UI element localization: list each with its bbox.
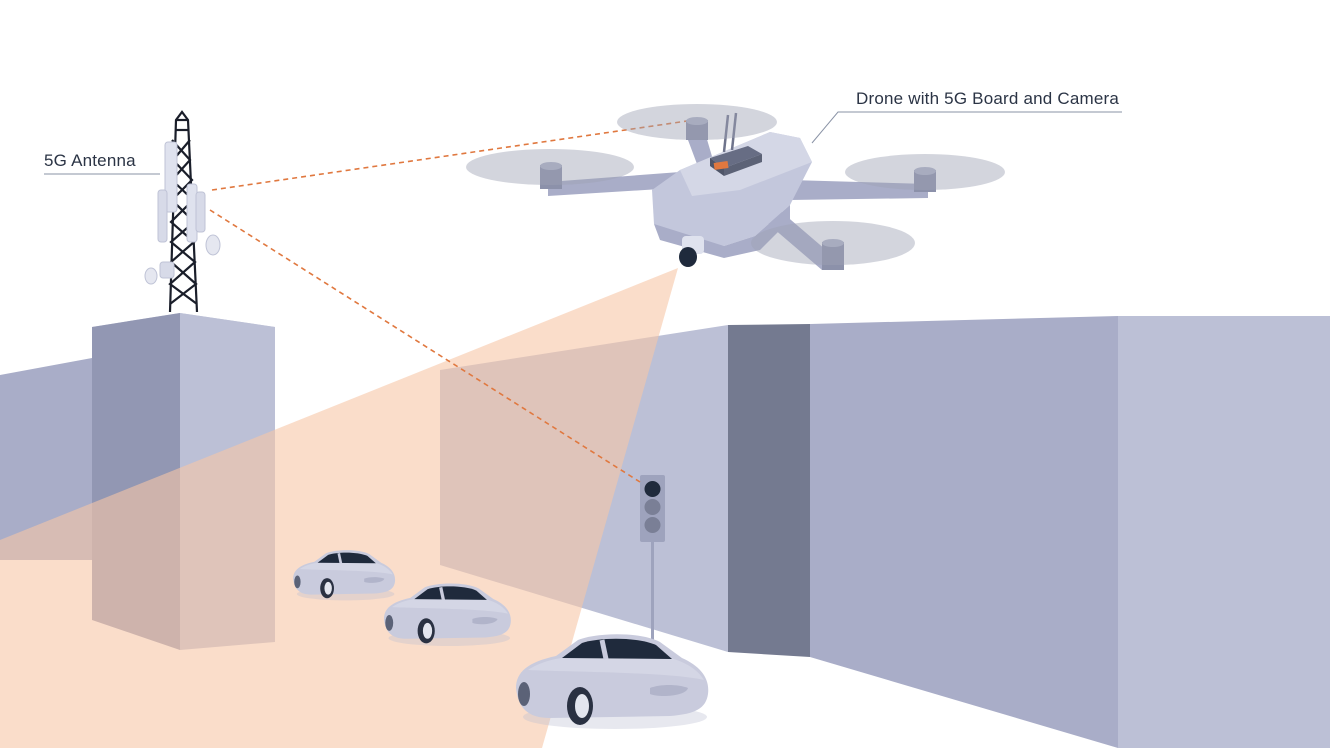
antenna-label: 5G Antenna xyxy=(44,151,136,170)
right-building xyxy=(728,316,1330,748)
cell-tower-icon xyxy=(144,110,221,313)
camera-icon xyxy=(679,236,704,267)
drone-label: Drone with 5G Board and Camera xyxy=(856,89,1120,108)
signal-links xyxy=(209,119,695,483)
left-back-building xyxy=(0,358,92,560)
label-leader-lines xyxy=(44,111,1122,175)
traffic-light-icon xyxy=(640,475,665,646)
drone-icon xyxy=(466,104,1005,270)
